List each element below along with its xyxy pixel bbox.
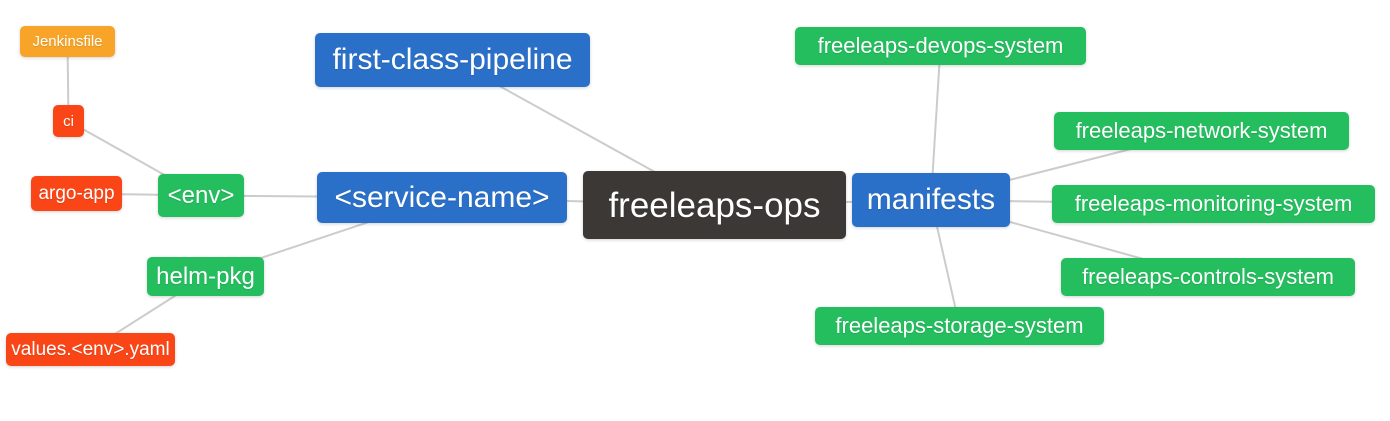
node-label: manifests [866,183,996,216]
node-env[interactable]: <env> [158,174,244,217]
node-label: freeleaps-monitoring-system [1074,191,1353,216]
node-label: argo-app [38,183,115,204]
node-label: freeleaps-network-system [1075,118,1328,143]
node-jenkinsfile[interactable]: Jenkinsfile [20,26,115,57]
node-first-class-pipeline[interactable]: first-class-pipeline [315,33,590,87]
node-label: values.<env>.yaml [11,339,170,360]
node-label: freeleaps-devops-system [817,33,1064,58]
node-network-system[interactable]: freeleaps-network-system [1054,112,1349,150]
node-values-env-yaml[interactable]: values.<env>.yaml [6,333,175,366]
node-controls-system[interactable]: freeleaps-controls-system [1061,258,1355,296]
node-label: first-class-pipeline [332,43,573,76]
node-ci[interactable]: ci [53,105,84,137]
node-label: Jenkinsfile [32,33,103,50]
node-storage-system[interactable]: freeleaps-storage-system [815,307,1104,345]
node-helm-pkg[interactable]: helm-pkg [147,257,264,296]
node-argo-app[interactable]: argo-app [31,176,122,211]
node-label: helm-pkg [156,262,255,290]
node-label: ci [63,112,74,130]
node-manifests[interactable]: manifests [852,173,1010,227]
node-label: freeleaps-ops [608,185,821,225]
node-label: <env> [167,181,235,209]
node-label: freeleaps-storage-system [835,313,1084,338]
node-label: <service-name> [334,180,550,214]
node-service-name[interactable]: <service-name> [317,172,567,223]
node-freeleaps-ops[interactable]: freeleaps-ops [583,171,846,239]
node-devops-system[interactable]: freeleaps-devops-system [795,27,1086,65]
node-label: freeleaps-controls-system [1082,264,1334,289]
node-monitoring-system[interactable]: freeleaps-monitoring-system [1052,185,1375,223]
